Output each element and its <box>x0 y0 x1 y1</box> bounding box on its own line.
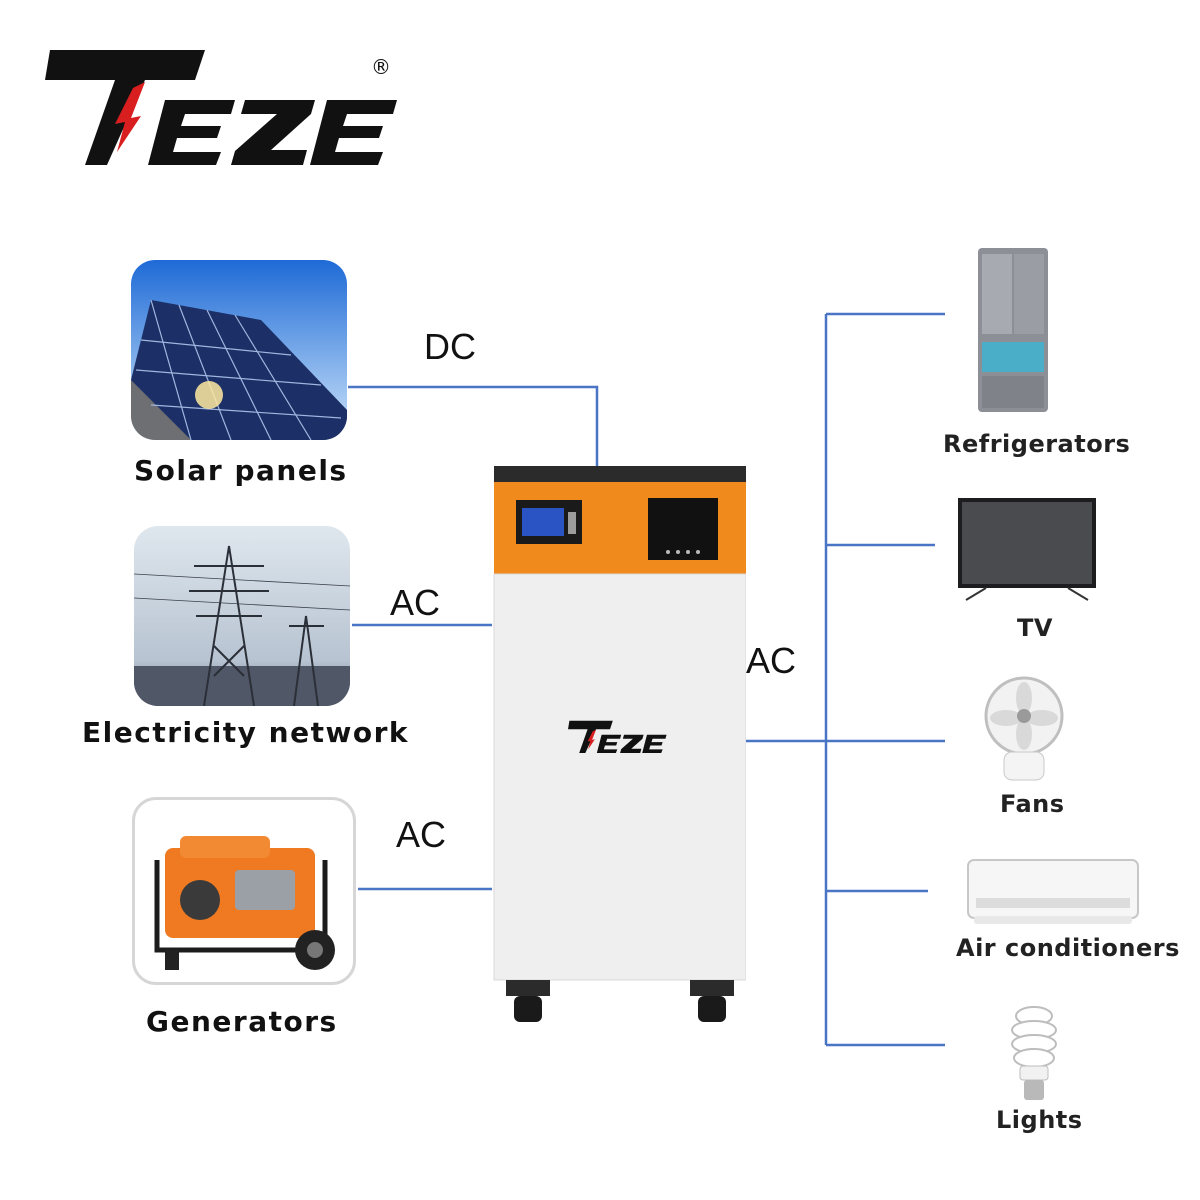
source-label-generators: Generators <box>146 1005 338 1038</box>
appliance-label-refrigerators: Refrigerators <box>943 430 1130 458</box>
energy-storage-unit <box>490 466 746 1026</box>
appliance-label-fans: Fans <box>1000 790 1065 818</box>
connection-label-ac-generator: AC <box>396 814 446 856</box>
refrigerator-icon <box>976 246 1050 416</box>
connection-label-ac-grid: AC <box>390 582 440 624</box>
appliance-label-lights: Lights <box>996 1106 1083 1134</box>
source-label-solar: Solar panels <box>134 454 348 487</box>
generator-image <box>132 797 356 985</box>
solar-panel-photo-icon <box>131 260 347 440</box>
generator-photo-icon <box>135 800 353 982</box>
light-bulb-icon <box>1006 1004 1062 1106</box>
connection-label-ac-output: AC <box>746 640 796 682</box>
connection-label-dc: DC <box>424 326 476 368</box>
solar-panel-image <box>131 260 347 440</box>
fan-icon <box>980 676 1068 782</box>
appliance-label-tv: TV <box>1017 614 1053 642</box>
source-label-electricity: Electricity network <box>82 716 409 749</box>
air-conditioner-icon <box>966 858 1140 930</box>
tv-icon <box>956 496 1098 602</box>
electricity-network-image <box>134 526 350 706</box>
power-pylon-photo-icon <box>134 526 350 706</box>
appliance-label-air-conditioners: Air conditioners <box>956 934 1180 962</box>
